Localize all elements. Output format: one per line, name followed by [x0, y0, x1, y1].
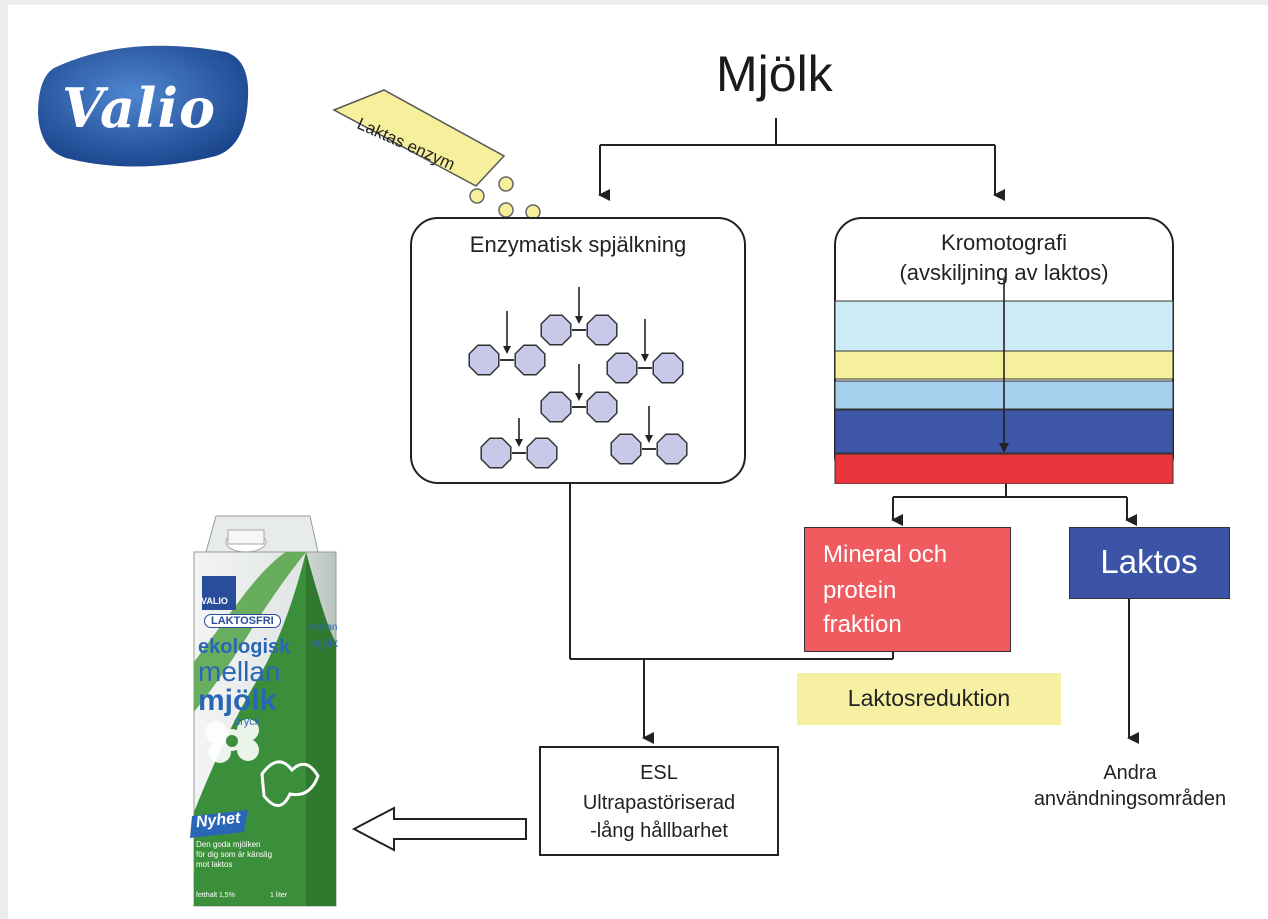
carton-fine3: mot laktos [196, 860, 233, 869]
carton-shape [190, 515, 337, 907]
chromatography-layer [834, 453, 1174, 484]
esl-line2: Ultrapastöriserad [582, 792, 736, 814]
lactose-molecules [468, 287, 688, 469]
carton-volume: 1 liter [270, 892, 288, 899]
reduction-label: Laktosreduktion [797, 673, 1061, 725]
diagram-title: Mjölk [716, 46, 833, 102]
molecule-pair [480, 418, 558, 469]
granule [498, 202, 514, 218]
carton-fine1: Den goda mjölken [196, 840, 261, 849]
packet-shape [332, 89, 506, 187]
esl-box: ESL Ultrapastöriserad -lång hållbarhet [539, 746, 779, 856]
chromatography-column [834, 279, 1174, 484]
logo-shape [38, 45, 249, 167]
laktos-box: Laktos [1069, 527, 1230, 599]
carton-side2: mjölk [310, 636, 339, 650]
valio-logo: Valio [36, 38, 252, 170]
reduction-text: Laktosreduktion [847, 685, 1011, 711]
mineral-protein-box: Mineral och protein fraktion [804, 527, 1011, 652]
mineral-line2: protein [823, 577, 897, 604]
carton-side1: mellan [308, 622, 338, 633]
molecule-pair [468, 311, 546, 376]
molecule-pair [540, 364, 618, 423]
other-uses-line2: användningsområden [1033, 788, 1227, 810]
flow-arrowhead [999, 443, 1009, 453]
carton-line3: mjölk [198, 684, 277, 717]
output-arrow [351, 806, 527, 852]
carton-line2: mellan [198, 656, 281, 687]
esl-line3: -lång hållbarhet [590, 820, 728, 842]
carton-line4: dryck [234, 716, 261, 728]
carton-badge: LAKTOSFRI [204, 614, 281, 628]
molecule-pair [606, 319, 684, 384]
carton-brand: VALIO [201, 596, 228, 606]
laktos-label: Laktos [1100, 543, 1198, 580]
milk-carton: VALIO LAKTOSFRI ekologisk mellan mjölk d… [186, 512, 346, 908]
granule [469, 188, 485, 204]
molecule-pair [540, 287, 618, 346]
granule [498, 176, 514, 192]
enzyme-granules [469, 176, 541, 220]
enzymatic-title: Enzymatisk spjälkning [469, 232, 687, 257]
carton-fine2: för dig som är känslig [196, 850, 273, 859]
enzymatic-box: Enzymatisk spjälkning [410, 217, 746, 484]
molecule-pair [610, 406, 688, 465]
carton-line1: ekologisk [198, 636, 291, 658]
chromatography-title-line1: Kromotografi [941, 230, 1067, 255]
other-uses-line1: Andra [1103, 762, 1157, 784]
carton-fat: fetthalt 1,5% [196, 892, 235, 899]
esl-line1: ESL [640, 762, 678, 784]
enzyme-packet: Laktas enzym [328, 84, 508, 194]
logo-text: Valio [62, 76, 216, 140]
mineral-line3: fraktion [823, 611, 902, 638]
mineral-line1: Mineral och [823, 541, 948, 568]
